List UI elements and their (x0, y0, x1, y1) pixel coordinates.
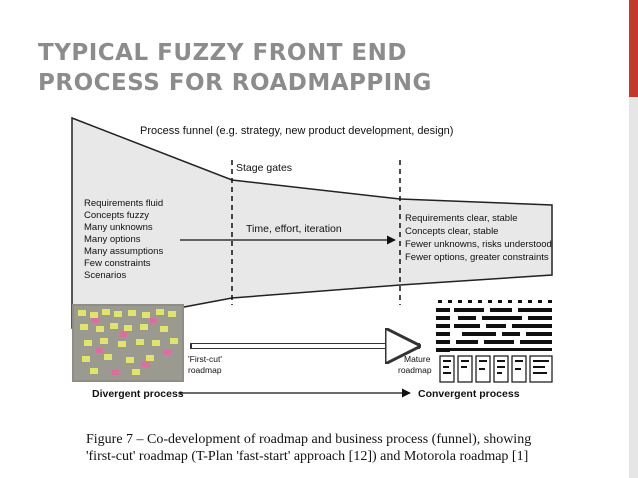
center-label: Time, effort, iteration (246, 223, 342, 235)
slide-title: TYPICAL FUZZY FRONT END PROCESS FOR ROAD… (38, 38, 432, 98)
mature-label-line-1: Mature (404, 354, 431, 364)
caption-line-1: Figure 7 – Co-development of roadmap and… (86, 432, 532, 447)
right-item: Fewer unknowns, risks understood (405, 239, 552, 250)
divergent-label: Divergent process (92, 388, 184, 400)
right-list: Requirements clear, stable Concepts clea… (405, 213, 552, 263)
left-item: Requirements fluid (84, 198, 163, 209)
left-item: Many assumptions (84, 246, 163, 257)
left-item: Concepts fuzzy (84, 210, 149, 221)
left-item: Many options (84, 234, 141, 245)
accent-bar (629, 0, 638, 97)
figure-caption: Figure 7 – Co-development of roadmap and… (86, 431, 531, 465)
caption-line-2: 'first-cut' roadmap (T-Plan 'fast-start'… (86, 449, 529, 464)
funnel-title: Process funnel (e.g. strategy, new produ… (140, 125, 453, 137)
right-item: Requirements clear, stable (405, 213, 517, 224)
first-cut-roadmap-photo (72, 304, 184, 382)
mature-label-line-2: roadmap (398, 365, 432, 375)
convergent-label: Convergent process (418, 388, 520, 400)
left-list: Requirements fluid Concepts fuzzy Many u… (84, 198, 163, 281)
left-item: Scenarios (84, 270, 126, 281)
slide-title-line-1: TYPICAL FUZZY FRONT END (38, 40, 407, 66)
slide-title-line-2: PROCESS FOR ROADMAPPING (38, 70, 432, 96)
first-cut-label-line-1: 'First-cut' (188, 354, 222, 364)
right-item: Fewer options, greater constraints (405, 252, 549, 263)
first-cut-label-line-2: roadmap (188, 365, 222, 375)
right-item: Concepts clear, stable (405, 226, 498, 237)
left-item: Few constraints (84, 258, 151, 269)
side-bar (629, 97, 638, 478)
mature-roadmap-graphic (436, 300, 553, 383)
stage-gates-label: Stage gates (236, 162, 292, 174)
left-item: Many unknowns (84, 222, 153, 233)
